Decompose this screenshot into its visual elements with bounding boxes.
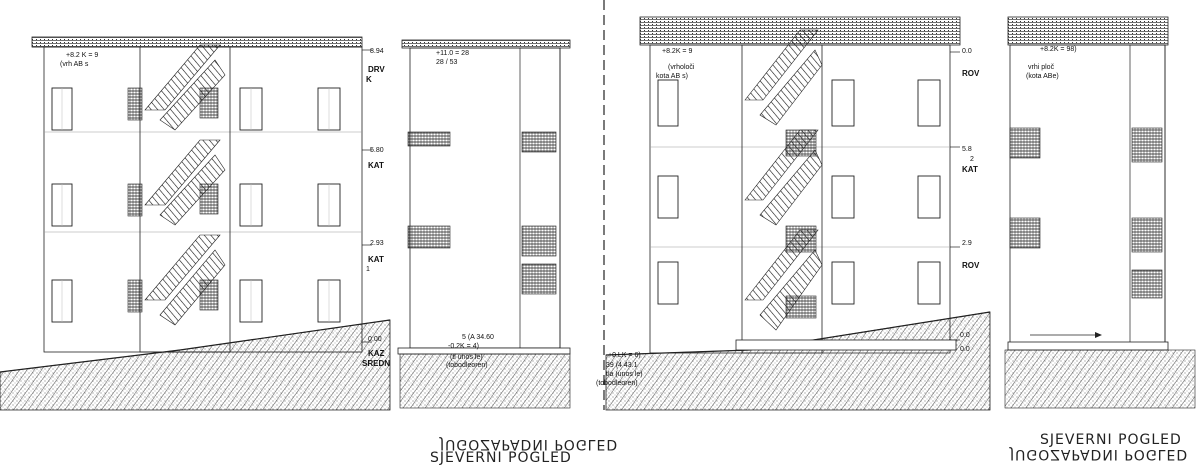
left-level-4: 5.80 (370, 147, 384, 154)
right-ground-mark-1: +0.LK = 6) (608, 352, 641, 359)
right-section (1004, 16, 1196, 409)
right-level-3: 5.8 (962, 146, 972, 153)
left-top-mark-2: (vrh AB s (60, 61, 89, 68)
left-section-level-4: (tobodleoren) (446, 362, 488, 369)
right-section-mark-3: (kota ABe) (1026, 73, 1059, 80)
left-elevation (0, 36, 391, 411)
right-ground-mark-3: tla (unos le) (606, 371, 643, 378)
left-level-9: 0.00 (368, 336, 382, 343)
left-level-2: DRV (368, 65, 385, 74)
right-ground-mark-4: (tobodleoren) (596, 380, 638, 387)
left-level-6: 2.93 (370, 240, 384, 247)
right-level-7: ROV (962, 261, 980, 270)
right-ground-mark-2: 39 (4 43.1 (606, 362, 638, 369)
right-section-mark-2: vrhi ploč (1028, 64, 1055, 71)
left-level-10: KAZ (368, 349, 385, 358)
right-level-2: ROV (962, 69, 980, 78)
right-level-6: 2.9 (962, 240, 972, 247)
right-title: SJEVERNI POGLED (1040, 432, 1182, 448)
left-title: SJEVERNI POGLED (430, 450, 572, 466)
left-level-3: K (366, 75, 372, 84)
right-level-4: 2 (970, 156, 974, 163)
right-top-mark-2: (vrholoči (668, 64, 695, 71)
right-level-1: 0.0 (962, 48, 972, 55)
right-elevation (605, 16, 991, 411)
left-section-mark-2: 28 / 53 (436, 59, 458, 66)
left-section-level-2: -0.2K = 4) (448, 343, 479, 350)
left-section-level-3: (tl unos le) (450, 354, 483, 361)
left-level-8: 1 (366, 266, 370, 273)
left-section (397, 39, 571, 409)
right-top-mark-3: kota AB s) (656, 73, 688, 80)
left-level-1: 8.94 (370, 48, 384, 55)
left-section-level-1: 5 (A 34.60 (462, 334, 494, 341)
right-section-level-1: 0.0 (960, 332, 970, 339)
right-top-mark-1: +8.2K = 9 (662, 48, 693, 55)
right-section-mark-1: +8.2K = 98) (1040, 46, 1077, 53)
right-level-5: KAT (962, 165, 978, 174)
left-section-mark-1: +11.0 = 28 (436, 50, 469, 57)
right-title-mirrored: JUGOZAPADNI POGLED (1010, 446, 1189, 462)
left-level-11: SREDN (362, 359, 391, 368)
left-top-mark-1: +8.2 K = 9 (66, 52, 99, 59)
left-level-7: KAT (368, 255, 384, 264)
right-section-level-2: 0.0 (960, 346, 970, 353)
left-level-5: KAT (368, 161, 384, 170)
